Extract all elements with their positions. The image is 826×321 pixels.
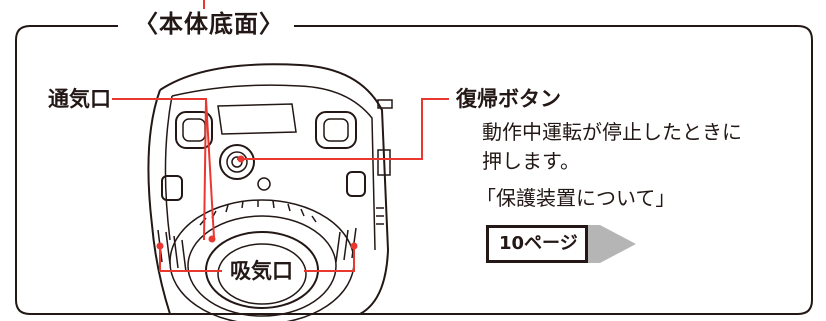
vent-label: 通気口 (48, 86, 111, 112)
leader-lines (112, 98, 449, 272)
section-title: 〈本体底面〉 (124, 9, 294, 39)
reset-description-line1: 動作中運転が停止したときに (482, 120, 742, 144)
reset-button-label: 復帰ボタン (456, 86, 561, 112)
reference-title: 「保護装置について」 (476, 186, 676, 210)
frame-border (15, 25, 813, 315)
intake-leader-line (159, 248, 222, 272)
reset-leader-line (237, 98, 449, 160)
intake-label: 吸気口 (226, 258, 297, 284)
reset-description-line2: 押します。 (482, 149, 580, 173)
leader-dots (156, 155, 358, 250)
page-ref-arrow (580, 225, 636, 263)
page-reference-link[interactable]: 10ページ (486, 225, 588, 263)
